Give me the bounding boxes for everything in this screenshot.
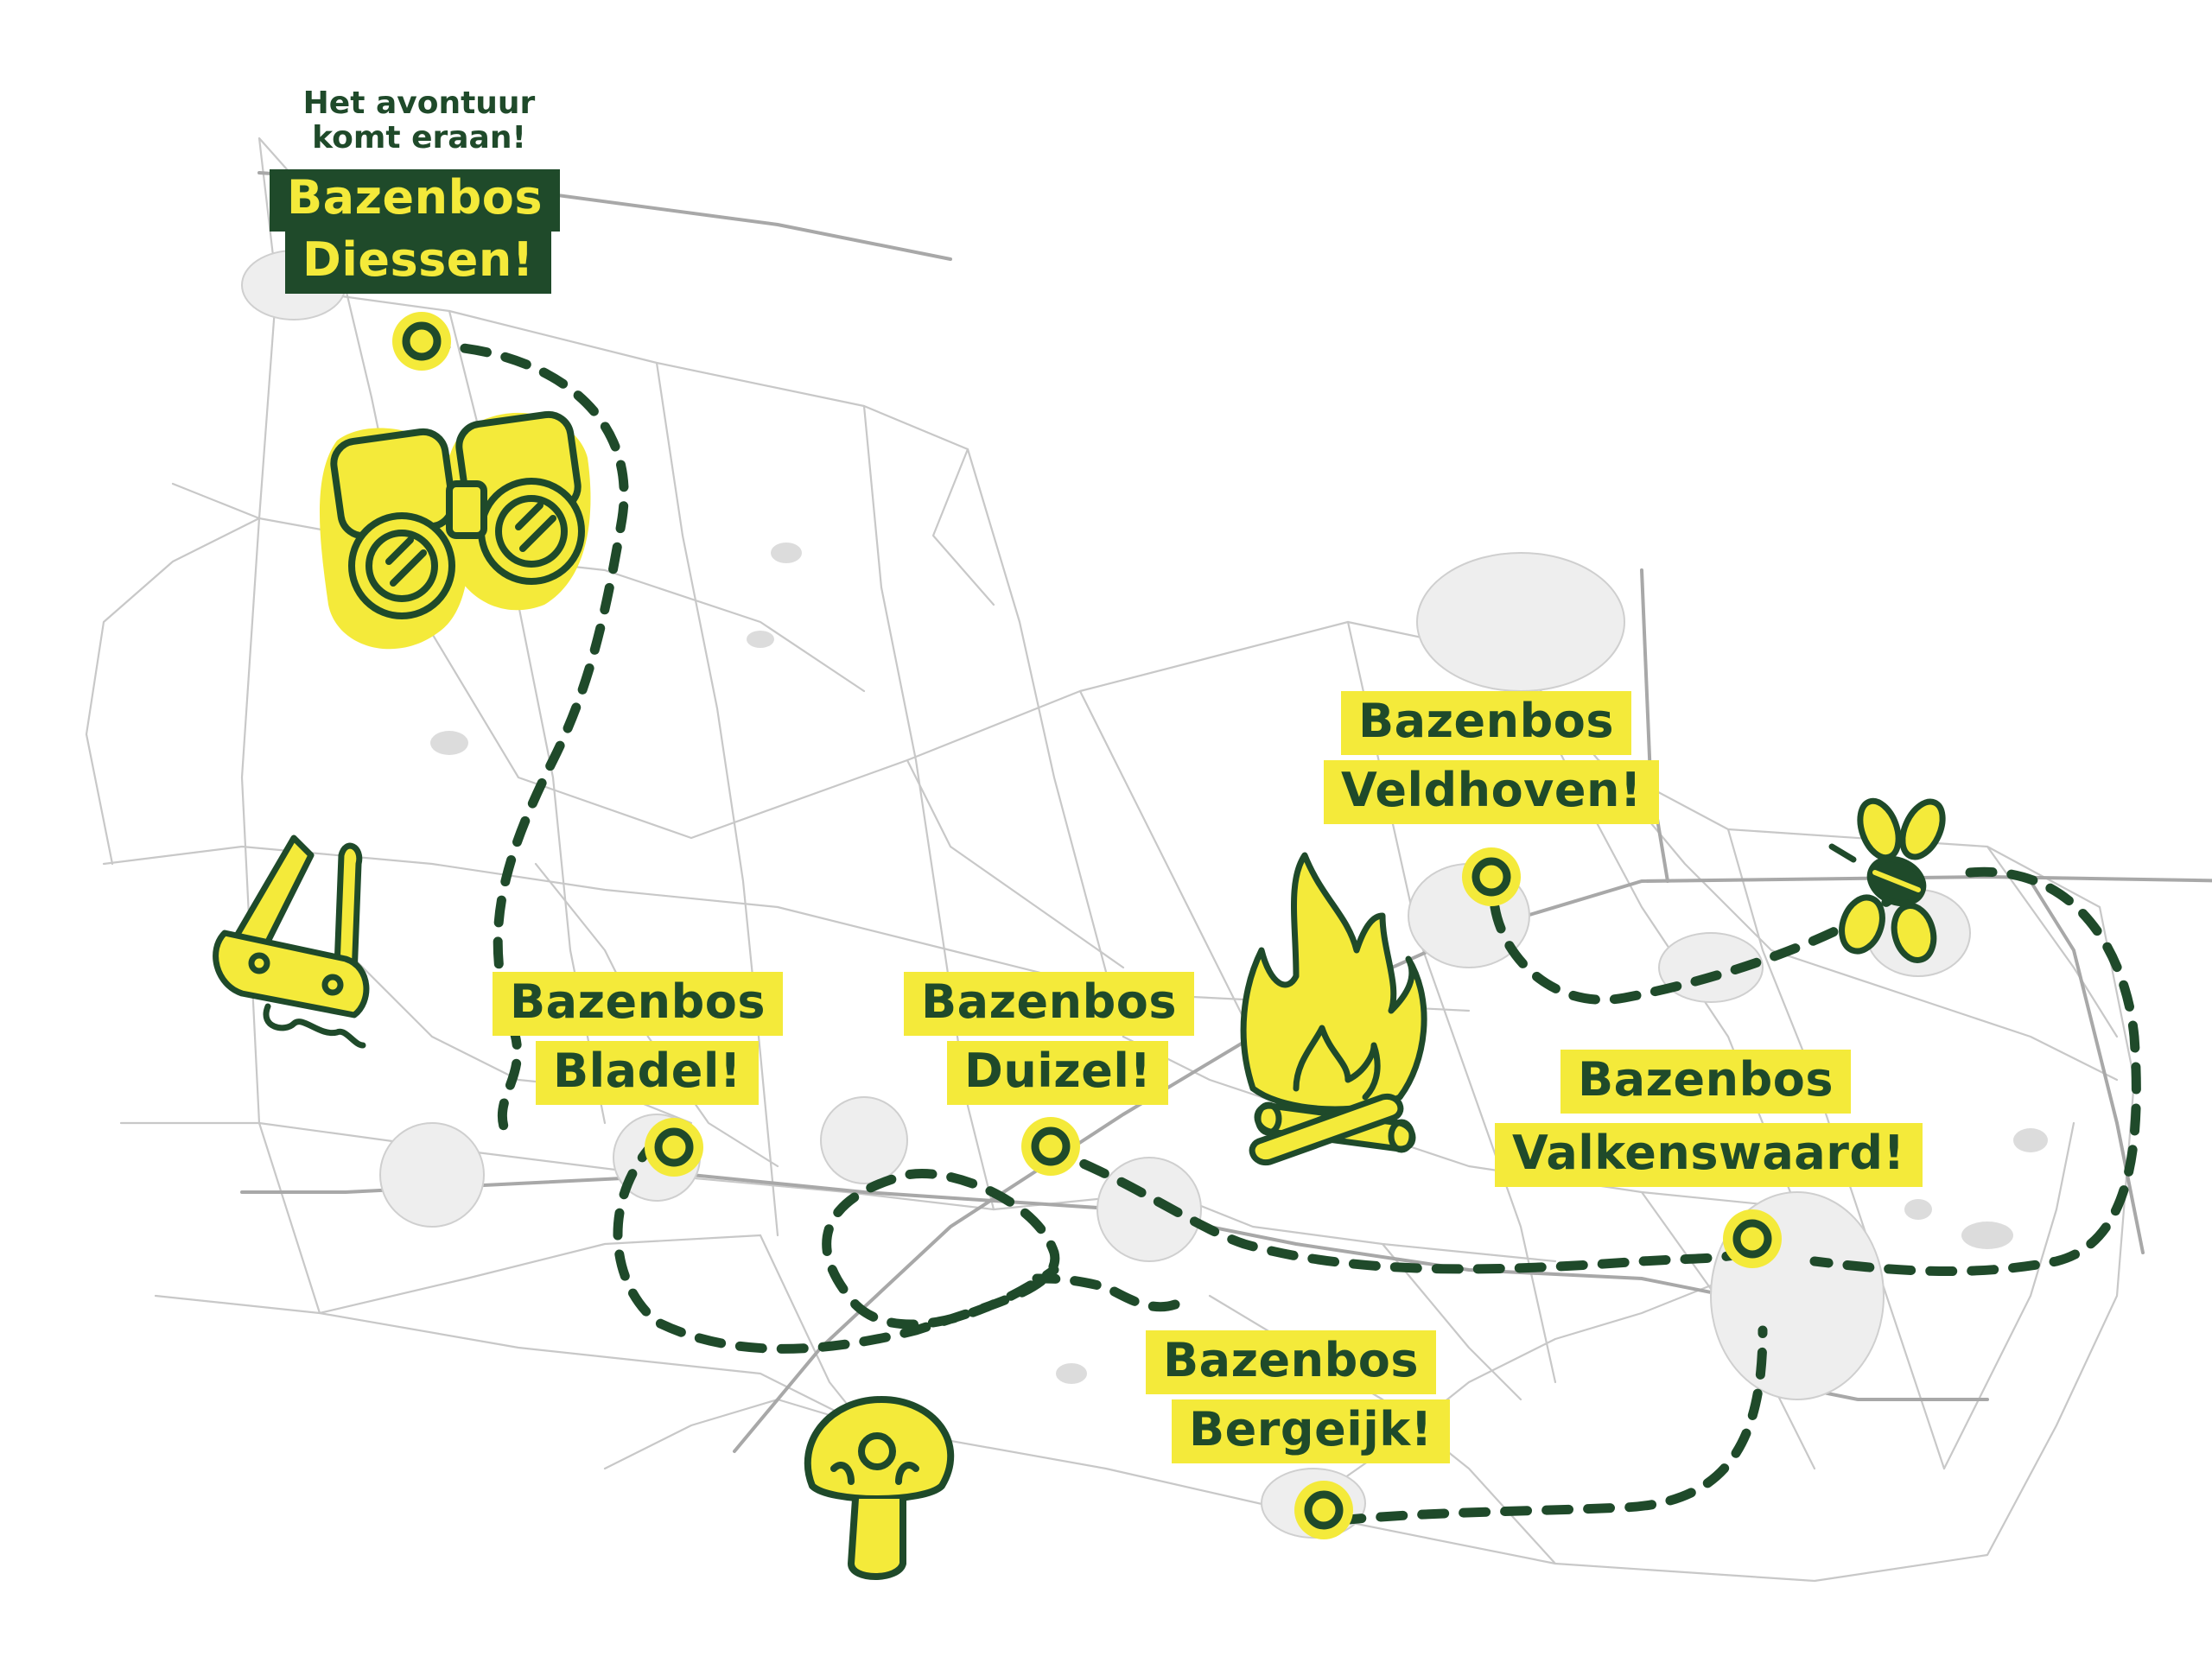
label-bladel-line2: Bladel! (536, 1041, 760, 1105)
pocket-knife-icon (213, 834, 370, 1049)
label-veldhoven-line2: Veldhoven! (1324, 760, 1660, 824)
marker-duizel[interactable] (1021, 1117, 1080, 1176)
location-markers (392, 312, 1782, 1539)
intro-line-1: Het avontuur (302, 86, 536, 121)
label-diessen-line1: Bazenbos (270, 169, 560, 232)
label-veldhoven-line1: Bazenbos (1341, 691, 1631, 755)
binoculars-icon (320, 410, 591, 650)
label-valkenswaard-line2: Valkenswaard! (1495, 1123, 1923, 1187)
marker-veldhoven[interactable] (1462, 847, 1521, 906)
label-duizel-line2: Duizel! (947, 1041, 1169, 1105)
label-bladel-line1: Bazenbos (493, 972, 783, 1036)
bee-icon (1828, 797, 1946, 963)
marker-bergeijk[interactable] (1294, 1481, 1353, 1539)
label-duizel-line1: Bazenbos (904, 972, 1194, 1036)
label-bergeijk-line1: Bazenbos (1146, 1330, 1436, 1394)
marker-bladel[interactable] (645, 1118, 703, 1177)
label-valkenswaard-line1: Bazenbos (1560, 1050, 1851, 1114)
intro-line-2: komt eraan! (312, 120, 526, 156)
label-bergeijk-line2: Bergeijk! (1172, 1399, 1450, 1463)
label-diessen-line2: Diessen! (285, 232, 551, 294)
campfire-icon (1240, 852, 1427, 1166)
marker-diessen[interactable] (392, 312, 451, 371)
water-patches (430, 543, 2048, 1384)
intro-text: Het avontuur komt eraan! (264, 86, 575, 156)
adventure-route (418, 340, 2141, 1526)
mushroom-icon (804, 1396, 955, 1580)
marker-valkenswaard[interactable] (1723, 1209, 1782, 1268)
